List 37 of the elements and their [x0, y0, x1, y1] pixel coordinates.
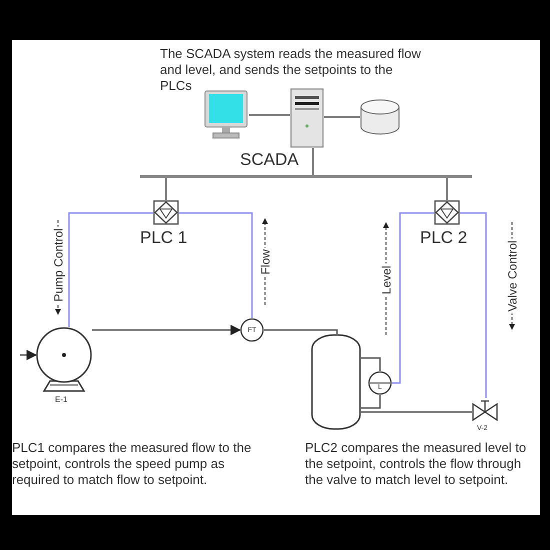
edge-label: Level [378, 264, 393, 296]
plc-box [153, 200, 179, 225]
component-label: SCADA [240, 150, 299, 169]
monitor-icon [203, 90, 249, 140]
component-label: PLC 1 [140, 228, 188, 247]
valve-drawing [472, 398, 498, 420]
server-icon [290, 88, 324, 148]
note-text: PLC1 compares the measured flow to the setpoint, controls the speed pump as required to match flow to setpoint. [12, 440, 252, 488]
connector-line [361, 357, 381, 371]
edge-label: Pump Control [51, 226, 66, 304]
connector-line [312, 148, 314, 175]
connector-line [324, 116, 360, 118]
note-text: PLC2 compares the measured level to the setpoint, controls the flow through the valve to match level to setpoint. [305, 440, 528, 488]
description-text: The SCADA system reads the measured flow and level, and sends the setpoints to the PLCs [160, 46, 422, 94]
edge-label: Flow [258, 247, 272, 277]
connector-line [249, 114, 290, 116]
connector-line [361, 395, 381, 409]
tank-vessel [311, 334, 361, 430]
pipe-arrow [92, 324, 242, 336]
signal-line [68, 212, 153, 327]
flow-transmitter-circle [240, 318, 264, 342]
connector-line [264, 329, 338, 334]
pump-drawing [36, 327, 92, 393]
signal-line [179, 212, 253, 318]
database-cylinder [360, 99, 400, 135]
signal-line [392, 212, 434, 384]
level-transmitter-circle [368, 371, 392, 395]
connector-line [165, 178, 167, 200]
component-label: PLC 2 [420, 228, 468, 247]
pipe-arrow [20, 350, 38, 360]
connector-line [361, 411, 472, 413]
signal-line [460, 212, 487, 398]
plc-box [434, 200, 460, 225]
connector-line [446, 178, 448, 200]
network-bus-line [140, 175, 472, 178]
tag-label: E-1 [55, 395, 68, 405]
edge-label: Valve Control [505, 238, 520, 314]
